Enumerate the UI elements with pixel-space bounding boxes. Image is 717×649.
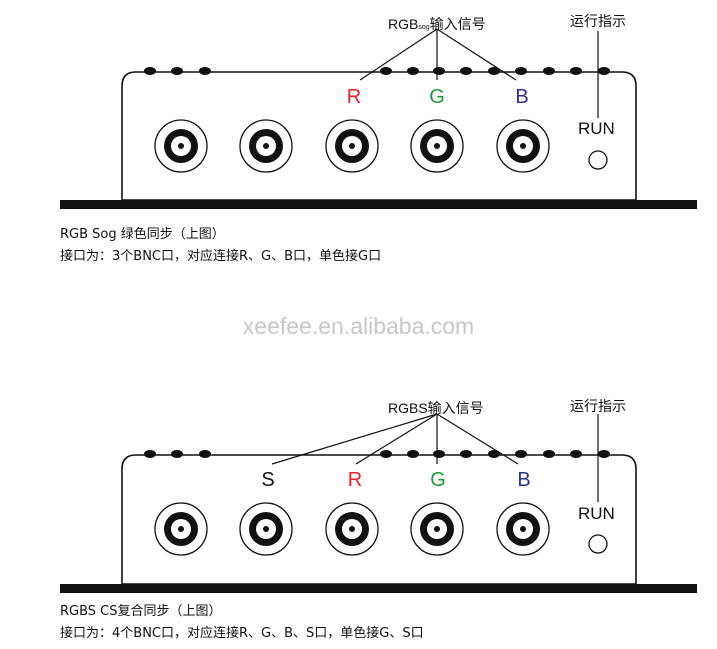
signal-leader-lines-2 — [271, 413, 599, 502]
run-indicator-label-2: 运行指示 — [570, 398, 626, 414]
bnc-connector-g — [410, 502, 464, 556]
device-1-body — [121, 71, 637, 201]
bnc-connector-r — [325, 119, 379, 173]
device-2: RGBS输入信号 运行指示 RUN S R G B — [60, 398, 697, 593]
signal-leader-lines-1 — [359, 28, 599, 118]
input-signal-label-1: RGBsog输入信号 — [388, 16, 486, 32]
bnc-connector — [154, 119, 208, 173]
port-label-s: S — [261, 469, 274, 491]
port-label-g: G — [429, 86, 445, 108]
watermark: xeefee.en.alibaba.com — [242, 313, 475, 339]
port-label-b: B — [517, 469, 530, 491]
device-2-vent-dots — [144, 450, 610, 458]
bnc-connector — [239, 119, 293, 173]
device-2-base — [60, 584, 697, 593]
bnc-connector — [154, 502, 208, 556]
device-1-vent-dots — [144, 67, 610, 75]
bnc-connector-g — [410, 119, 464, 173]
caption-2-title: RGBS CS复合同步（上图） — [60, 604, 222, 619]
caption-1-detail: 接口为：3个BNC口，对应连接R、G、B口，单色接G口 — [60, 249, 382, 264]
port-label-r: R — [347, 86, 361, 108]
run-indicator-label-1: 运行指示 — [570, 13, 626, 29]
run-text-1: RUN — [578, 119, 615, 138]
device-2-body — [121, 454, 637, 585]
run-led-2 — [588, 534, 608, 554]
bnc-connector-s — [239, 502, 293, 556]
port-label-b: B — [515, 86, 528, 108]
port-label-g: G — [430, 469, 446, 491]
bnc-connector-b — [496, 502, 550, 556]
bnc-connector-r — [325, 502, 379, 556]
bnc-connector-b — [496, 119, 550, 173]
device-1-base — [60, 200, 697, 209]
run-text-2: RUN — [578, 504, 615, 523]
input-signal-label-2: RGBS输入信号 — [388, 400, 484, 416]
caption-1-title: RGB Sog 绿色同步（上图） — [60, 227, 225, 242]
device-1: RGBsog输入信号 运行指示 RUN R G B — [60, 13, 697, 209]
port-label-r: R — [348, 469, 362, 491]
run-led-1 — [588, 150, 608, 170]
caption-2-detail: 接口为：4个BNC口，对应连接R、G、B、S口，单色接G、S口 — [60, 626, 424, 641]
